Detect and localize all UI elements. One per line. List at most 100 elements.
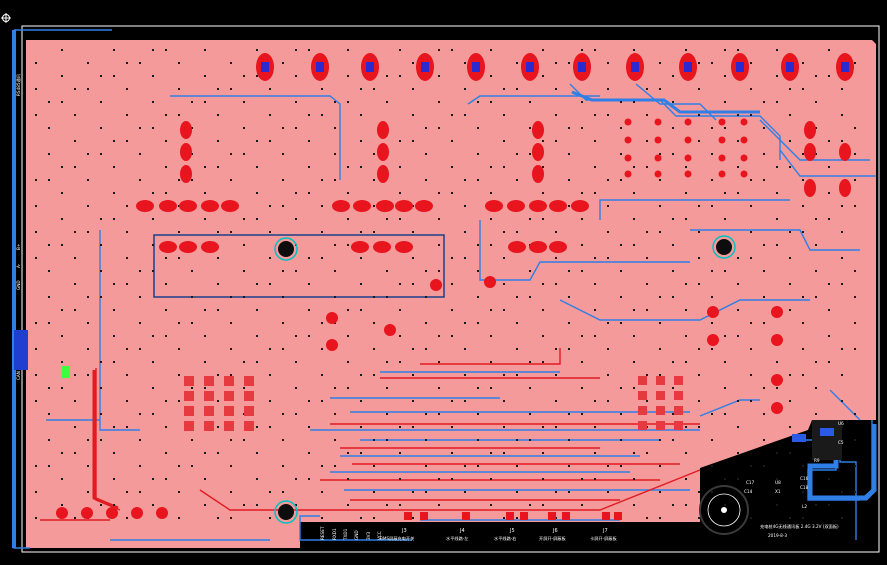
via xyxy=(633,335,635,337)
via xyxy=(334,439,336,441)
oval-pad xyxy=(571,200,589,212)
via xyxy=(295,387,297,389)
via xyxy=(503,257,505,259)
via xyxy=(633,166,635,168)
via xyxy=(334,153,336,155)
connector-pad xyxy=(602,512,610,520)
via xyxy=(750,114,752,116)
via xyxy=(347,452,349,454)
via xyxy=(139,348,141,350)
via xyxy=(789,452,791,454)
via xyxy=(178,114,180,116)
via xyxy=(490,387,492,389)
via xyxy=(438,361,440,363)
via xyxy=(152,504,154,506)
oval-pad xyxy=(201,241,219,253)
via xyxy=(61,361,63,363)
smd-pad xyxy=(638,421,647,430)
via xyxy=(607,231,609,233)
via xyxy=(230,296,232,298)
via xyxy=(568,296,570,298)
via xyxy=(672,413,674,415)
via xyxy=(87,205,89,207)
board-title: 充电桩4G无线通讯板 2.4G 3.2V (双面板) xyxy=(760,523,839,530)
via xyxy=(698,426,700,428)
via xyxy=(698,517,700,519)
via xyxy=(269,491,271,493)
mounting-hole xyxy=(716,239,732,255)
via xyxy=(100,413,102,415)
via xyxy=(152,244,154,246)
via xyxy=(646,257,648,259)
via xyxy=(152,127,154,129)
pad-via xyxy=(684,62,692,72)
via xyxy=(347,244,349,246)
via xyxy=(854,205,856,207)
via xyxy=(477,413,479,415)
oval-pad xyxy=(532,121,544,139)
connector-pad xyxy=(562,512,570,520)
via xyxy=(295,75,297,77)
via xyxy=(477,322,479,324)
via xyxy=(529,439,531,441)
via xyxy=(594,49,596,51)
via xyxy=(477,387,479,389)
via xyxy=(451,166,453,168)
via xyxy=(542,140,544,142)
via xyxy=(659,322,661,324)
via xyxy=(412,400,414,402)
via xyxy=(542,478,544,480)
via xyxy=(451,140,453,142)
via xyxy=(256,452,258,454)
oval-pad xyxy=(529,200,547,212)
round-pad xyxy=(707,334,719,346)
via xyxy=(230,322,232,324)
via xyxy=(35,179,37,181)
via xyxy=(620,439,622,441)
via xyxy=(464,205,466,207)
via xyxy=(581,218,583,220)
smd-pad xyxy=(674,406,683,415)
via xyxy=(308,452,310,454)
via xyxy=(347,218,349,220)
via xyxy=(425,439,427,441)
power-trace xyxy=(571,90,760,114)
via xyxy=(61,166,63,168)
via xyxy=(815,504,817,506)
via xyxy=(48,296,50,298)
oval-pad xyxy=(221,200,239,212)
via xyxy=(516,439,518,441)
via xyxy=(698,62,700,64)
via xyxy=(646,166,648,168)
via xyxy=(503,426,505,428)
via xyxy=(399,140,401,142)
via xyxy=(165,426,167,428)
via xyxy=(87,179,89,181)
oval-pad xyxy=(376,200,394,212)
bottom-trace xyxy=(599,199,790,220)
via xyxy=(620,153,622,155)
via xyxy=(607,465,609,467)
via xyxy=(74,231,76,233)
via xyxy=(386,218,388,220)
via xyxy=(87,231,89,233)
via xyxy=(399,452,401,454)
via xyxy=(646,231,648,233)
via xyxy=(399,361,401,363)
mounting-hole-ring xyxy=(274,237,298,261)
via xyxy=(763,179,765,181)
via xyxy=(373,491,375,493)
via xyxy=(685,426,687,428)
via xyxy=(295,192,297,194)
via xyxy=(217,400,219,402)
via xyxy=(48,413,50,415)
round-pad xyxy=(740,170,748,178)
via xyxy=(126,88,128,90)
smd-pad xyxy=(224,391,234,401)
via xyxy=(607,114,609,116)
via xyxy=(113,504,115,506)
via xyxy=(789,140,791,142)
round-pad xyxy=(771,402,783,414)
